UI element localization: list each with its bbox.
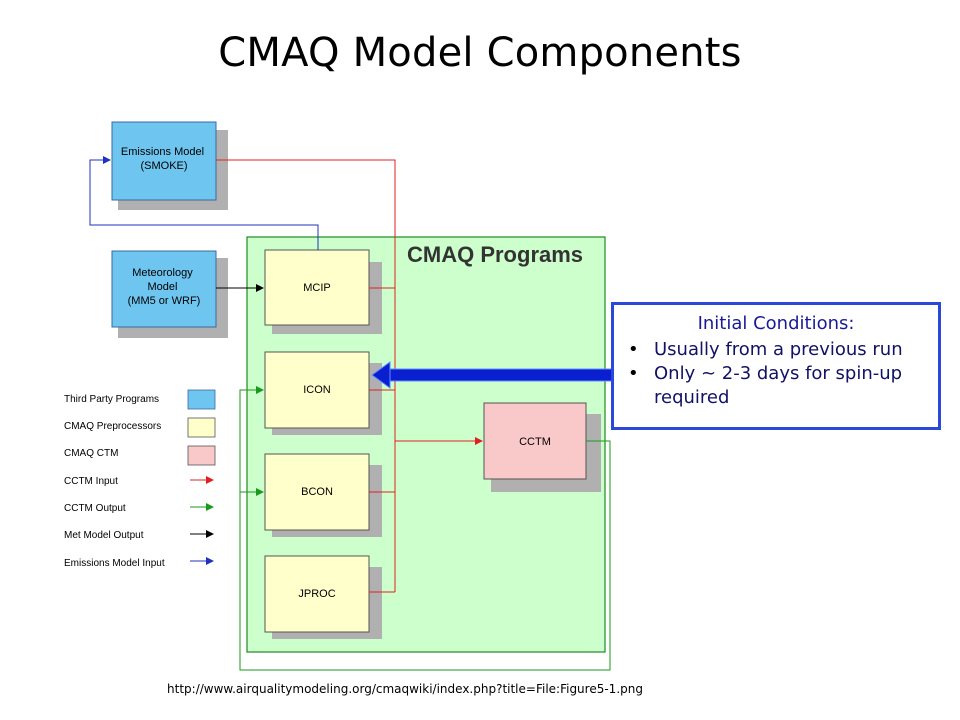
callout-heading: Initial Conditions:: [697, 313, 855, 334]
legend-swatch-ctm: [187, 445, 216, 466]
svg-text:Emissions Model (SMOKE): Emissions Model (SMOKE): [121, 146, 207, 172]
legend-label-ctm: CMAQ CTM: [64, 448, 118, 459]
legend-swatch-third-party: [187, 389, 216, 410]
meteorology-model-label-2: Model: [147, 281, 177, 293]
source-url: http://www.airqualitymodeling.org/cmaqwi…: [167, 682, 643, 696]
cctm-output-lines: [239, 386, 611, 671]
callout-bullet-text: required: [654, 387, 730, 408]
legend-label-met-output: Met Model Output: [64, 530, 144, 541]
cmaq-programs-heading: CMAQ Programs: [407, 242, 583, 267]
bullet-icon: •: [628, 339, 639, 360]
legend-label-cctm-output: CCTM Output: [64, 503, 126, 514]
jproc-box: [264, 555, 370, 633]
icon-box: [264, 351, 370, 429]
bullet-icon: •: [628, 363, 639, 384]
cctm-box: [483, 402, 587, 480]
legend-label-preprocessors: CMAQ Preprocessors: [64, 421, 161, 432]
mcip-box: [264, 249, 370, 326]
emissions-model-input-line: [89, 156, 319, 250]
legend-swatch-preprocessors: [187, 417, 216, 438]
legend-label-third-party: Third Party Programs: [64, 394, 159, 405]
cctm-label: CCTM: [519, 436, 551, 448]
cctm-input-lines: [216, 159, 483, 593]
callout-bullet: • Usually from a previous run: [628, 338, 938, 362]
legend-label-emissions-input: Emissions Model Input: [64, 558, 165, 569]
icon-label: ICON: [303, 384, 331, 396]
callout-bullet: • Only ~ 2-3 days for spin-up: [628, 362, 938, 386]
legend-label-cctm-input: CCTM Input: [64, 476, 118, 487]
callout-bullet-continuation: required: [654, 386, 938, 410]
legend: Third Party Programs CMAQ Preprocessors …: [64, 389, 216, 569]
callout-list: • Usually from a previous run • Only ~ 2-3…: [614, 338, 938, 410]
svg-text:Meteorology Model (MM5: Meteorology Model (MM5 or WRF): [128, 267, 201, 307]
jproc-label: JPROC: [298, 588, 335, 600]
bcon-label: BCON: [301, 486, 333, 498]
emissions-model-label-1: Emissions Model: [121, 146, 204, 158]
meteorology-model-label-3: (MM5 or WRF): [128, 295, 201, 307]
slide-title: CMAQ Model Components: [218, 30, 742, 76]
meteorology-model-label-1: Meteorology: [132, 267, 193, 279]
initial-conditions-callout: Initial Conditions: • Usually from a prev…: [611, 302, 941, 430]
meteorology-model-box: [111, 250, 217, 328]
mcip-label: MCIP: [303, 282, 331, 294]
bcon-box: [264, 453, 370, 531]
emissions-model-label-2: (SMOKE): [140, 160, 187, 172]
callout-bullet-text: Only ~ 2-3 days for spin-up: [654, 363, 903, 384]
callout-bullet-text: Usually from a previous run: [654, 339, 903, 360]
callout-arrow: [371, 361, 613, 389]
emissions-model-box: [111, 121, 217, 201]
